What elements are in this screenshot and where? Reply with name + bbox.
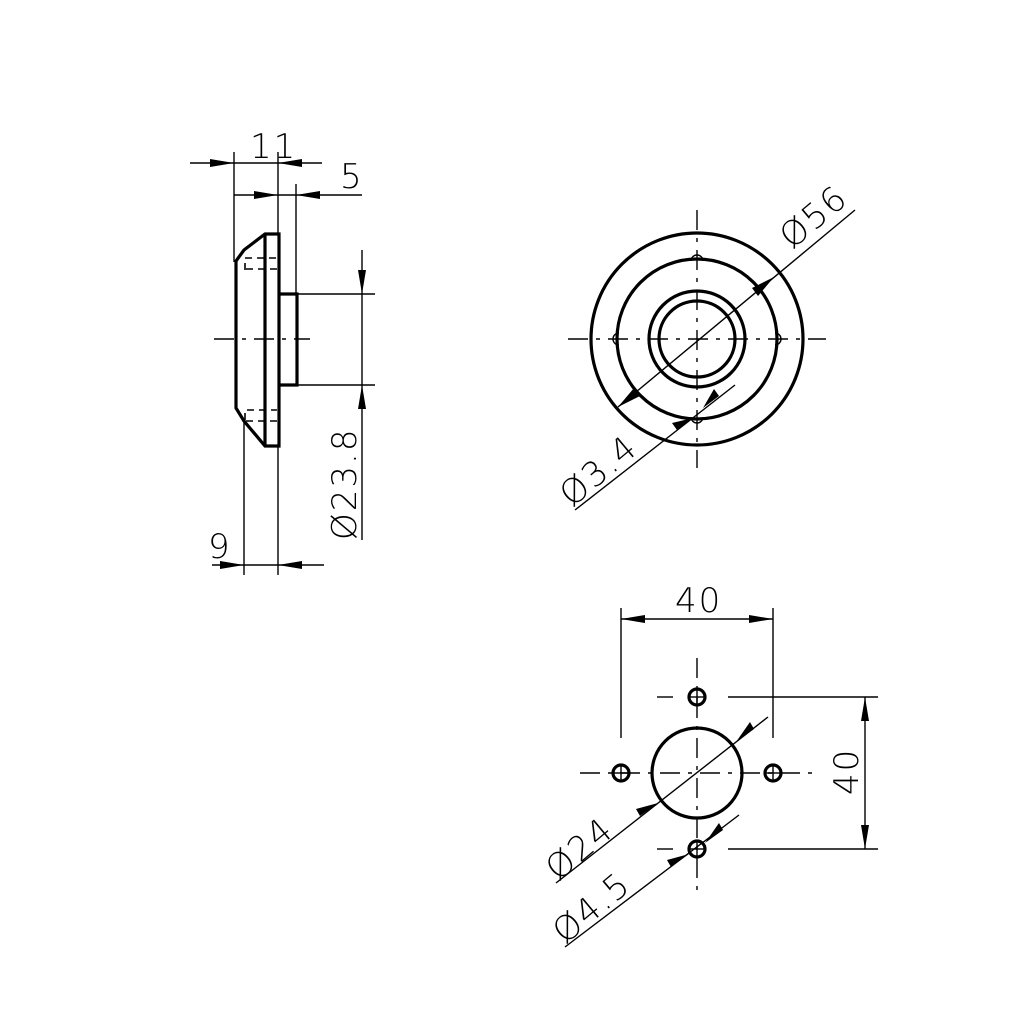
hidden-hole-bottom xyxy=(244,409,277,420)
dim-label-11: 11 xyxy=(250,127,297,167)
mounting-pattern-view: 40 40 Ø24 Ø4.5 xyxy=(538,581,878,952)
front-view: Ø56 Ø3.4 xyxy=(552,177,856,515)
hole-right xyxy=(774,332,782,346)
dim-line-56 xyxy=(617,209,856,408)
mount-hole-right xyxy=(763,763,783,783)
side-view: 11 5 Ø23.8 9 xyxy=(190,127,375,575)
dim-label-40-vertical: 40 xyxy=(827,748,867,795)
dim-label-56: Ø56 xyxy=(772,177,856,257)
dim-label-3-4: Ø3.4 xyxy=(552,427,646,515)
flange-outline xyxy=(234,232,281,448)
dim-line-24 xyxy=(555,716,769,884)
mount-hole-top xyxy=(687,687,707,707)
dim-label-5: 5 xyxy=(340,157,364,197)
hidden-hole-top xyxy=(244,257,277,270)
hole-top xyxy=(690,254,704,262)
outer-circle xyxy=(589,231,805,447)
mount-hole-bottom xyxy=(687,839,707,859)
dim-label-23-8: Ø23.8 xyxy=(325,428,365,540)
dim-label-9: 9 xyxy=(208,527,232,567)
hole-left xyxy=(612,332,620,346)
mount-hole-left xyxy=(611,763,631,783)
dim-line-3-4 xyxy=(574,384,736,511)
dim-label-40-horizontal: 40 xyxy=(675,581,722,621)
